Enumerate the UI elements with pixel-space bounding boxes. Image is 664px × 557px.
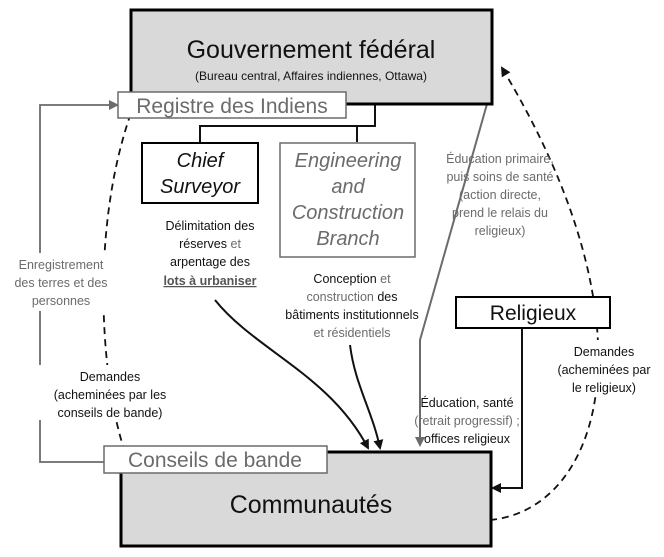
label-education-primaire: Éducation primaire, puis soins de santé … — [446, 151, 554, 238]
demandes-religieux-l1: Demandes — [574, 345, 634, 359]
educ-primaire-l5: religieux) — [475, 224, 526, 238]
label-demandes-conseils: Demandes (acheminées par les conseils de… — [38, 365, 180, 420]
conception-l2: construction des — [306, 290, 397, 304]
religieux-label: Religieux — [490, 302, 577, 325]
enregistrement-l1: Enregistrement — [19, 258, 104, 272]
gouvernement-subtitle: (Bureau central, Affaires indiennes, Ott… — [195, 69, 427, 83]
arrow-gouv-to-communautes — [415, 103, 488, 447]
enregistrement-l2: des terres et des — [14, 276, 107, 290]
node-religieux: Religieux — [455, 296, 611, 329]
demandes-conseils-l3: conseils de bande) — [58, 406, 163, 420]
connector-registre-tree — [199, 125, 358, 142]
label-demandes-religieux: Demandes (acheminées par le religieux) — [548, 340, 660, 396]
delimitation-l1: Délimitation des — [166, 219, 255, 233]
label-education-sante: Éducation, santé (retrait progressif) ; … — [414, 395, 520, 446]
gouvernement-title: Gouvernement fédéral — [187, 36, 436, 64]
demandes-conseils-l1: Demandes — [80, 370, 140, 384]
engineering-line2: and — [331, 176, 365, 198]
conception-l3: bâtiments institutionnels — [285, 308, 418, 322]
label-conception: Conception et construction des bâtiments… — [285, 272, 418, 340]
node-gouvernement: Gouvernement fédéral (Bureau central, Af… — [129, 8, 494, 106]
educ-sante-l3: offices religieux — [424, 432, 511, 446]
node-chief-surveyor: Chief Surveyor — [141, 142, 259, 204]
demandes-conseils-l2: (acheminées par les — [54, 388, 167, 402]
communautes-label: Communautés — [230, 491, 393, 519]
educ-primaire-l3: (action directe, — [459, 188, 541, 202]
registre-label: Registre des Indiens — [136, 95, 327, 118]
conception-l4: et résidentiels — [313, 326, 390, 340]
connector-gouv-tree — [357, 104, 376, 127]
node-conseils: Conseils de bande — [103, 445, 328, 474]
arrow-demandes-religieux — [489, 66, 600, 521]
arrow-engineering-to-communautes — [349, 344, 384, 450]
arrow-religieux-to-communautes — [491, 328, 523, 493]
demandes-religieux-l3: le religieux) — [572, 381, 636, 395]
chief-line2: Surveyor — [160, 176, 241, 198]
educ-sante-l2: (retrait progressif) ; — [414, 414, 520, 428]
educ-sante-l1: Éducation, santé — [420, 395, 513, 410]
engineering-line3: Construction — [292, 202, 404, 224]
educ-primaire-l4: prend le relais du — [452, 206, 548, 220]
engineering-line1: Engineering — [295, 150, 402, 172]
delimitation-l4: lots à urbaniser — [163, 274, 256, 288]
node-engineering: Engineering and Construction Branch — [279, 142, 416, 258]
conseils-label: Conseils de bande — [128, 449, 302, 472]
enregistrement-l3: personnes — [32, 294, 90, 308]
arrow-chief-to-communautes — [214, 299, 369, 450]
conception-l1: Conception et — [313, 272, 391, 286]
educ-primaire-l2: puis soins de santé — [446, 170, 553, 184]
engineering-line4: Branch — [316, 228, 379, 250]
delimitation-l3: arpentage des — [170, 255, 250, 269]
label-delimitation: Délimitation des réserves et arpentage d… — [163, 219, 256, 288]
educ-primaire-l1: Éducation primaire, — [446, 151, 554, 166]
demandes-religieux-l2: (acheminées par — [557, 363, 650, 377]
chief-line1: Chief — [177, 150, 226, 172]
delimitation-l2: réserves et — [179, 237, 241, 251]
node-registre: Registre des Indiens — [117, 91, 347, 119]
label-enregistrement: Enregistrement des terres et des personn… — [2, 253, 120, 311]
